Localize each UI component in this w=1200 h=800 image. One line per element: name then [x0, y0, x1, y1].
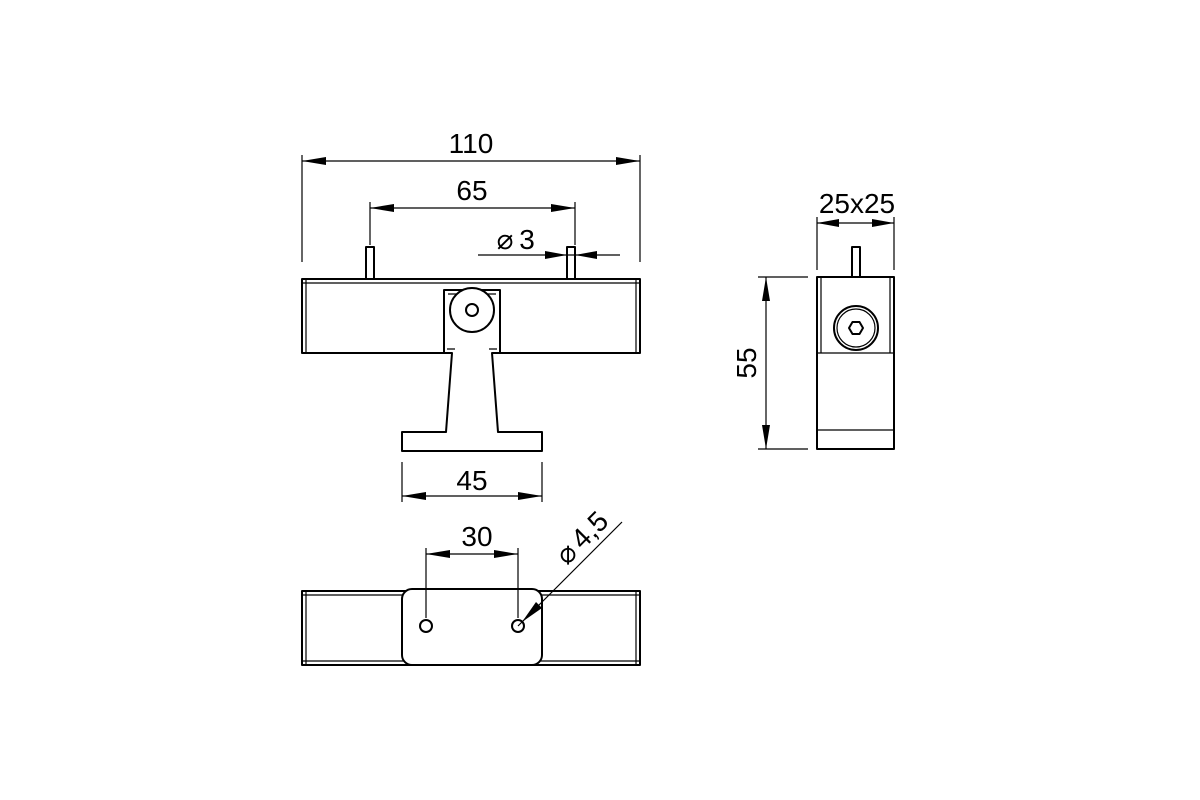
dim-label-45: 45: [456, 465, 487, 496]
side-view: [816, 246, 895, 450]
dim-label-110: 110: [449, 128, 494, 159]
pin-right: [566, 246, 576, 280]
hex-socket-icon: [848, 321, 864, 335]
stand: [401, 287, 543, 452]
dim-hole-diameter: ⌀ 4,5: [517, 505, 623, 627]
dim-pin-spacing: 65: [369, 175, 576, 245]
dim-label-4-5: 4,5: [565, 505, 614, 554]
dim-label-55: 55: [731, 347, 762, 378]
socket-screw-head: [833, 305, 879, 351]
foot-plate: [401, 588, 543, 666]
dim-height: 55: [731, 276, 808, 450]
dim-hole-spacing: 30: [425, 521, 519, 618]
dim-label-3: 3: [519, 224, 535, 255]
diameter-symbol: ⌀: [497, 224, 514, 255]
dim-section: 25x25: [816, 188, 895, 270]
dim-label-30: 30: [461, 521, 492, 552]
front-view: [301, 246, 641, 452]
side-pin: [851, 246, 861, 278]
dim-label-25x25: 25x25: [819, 188, 895, 219]
mounting-hole-left: [419, 619, 433, 633]
pin-left: [365, 246, 375, 280]
bottom-view: [301, 588, 641, 666]
mounting-hole-right: [511, 619, 525, 633]
dim-overall-length: 110: [301, 128, 641, 262]
dim-label-65: 65: [456, 175, 487, 206]
dim-foot-width: 45: [401, 462, 543, 502]
dim-pin-diameter: ⌀ 3: [478, 224, 620, 259]
